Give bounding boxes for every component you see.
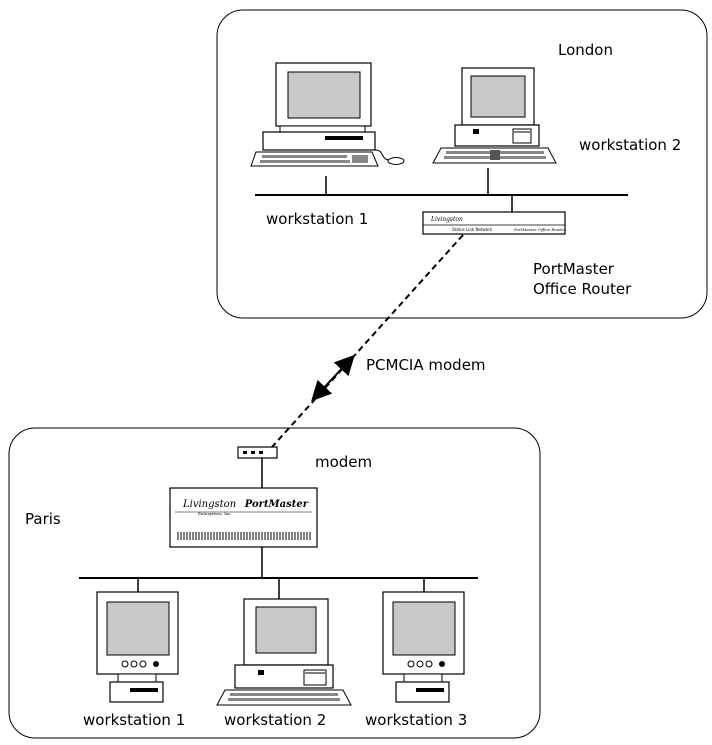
pcmcia-link-arrow (311, 354, 355, 402)
london-site-box (216, 9, 708, 319)
pcmcia-modem-label: PCMCIA modem (366, 356, 486, 374)
office-router-brand: Livingston (430, 216, 463, 223)
office-router-label: PortMaster Office Router (533, 260, 632, 298)
portmaster-icon: Livingston Enterprises, Inc. PortMaster (169, 487, 318, 548)
london-site-label: London (558, 41, 613, 59)
paris-site-label: Paris (25, 510, 61, 528)
paris-workstation-3-icon (382, 591, 465, 703)
office-router-panel-right: PortMaster Office Router (513, 227, 566, 232)
modem-label: modem (315, 453, 373, 471)
modem-icon (237, 446, 278, 459)
paris-workstation-3-label: workstation 3 (365, 711, 468, 729)
portmaster-brand: Livingston (182, 499, 236, 510)
paris-site-box (8, 427, 541, 739)
london-workstation-1-label: workstation 1 (266, 210, 369, 228)
paris-workstation-2-label: workstation 2 (224, 711, 327, 729)
london-workstation-2-icon (432, 67, 557, 164)
office-router-icon: Livingston Status Link Network PortMaste… (422, 211, 566, 235)
london-workstation-1-icon (250, 62, 405, 167)
paris-workstation-1-icon (96, 591, 179, 703)
pcmcia-link-line (271, 234, 464, 448)
paris-workstation-2-icon (216, 598, 352, 706)
paris-workstation-1-label: workstation 1 (83, 711, 186, 729)
office-router-panel-left: Status Link Network (452, 227, 493, 232)
london-workstation-2-label: workstation 2 (579, 136, 682, 154)
portmaster-brand-sub: Enterprises, Inc. (198, 511, 232, 516)
portmaster-name: PortMaster (244, 499, 309, 510)
